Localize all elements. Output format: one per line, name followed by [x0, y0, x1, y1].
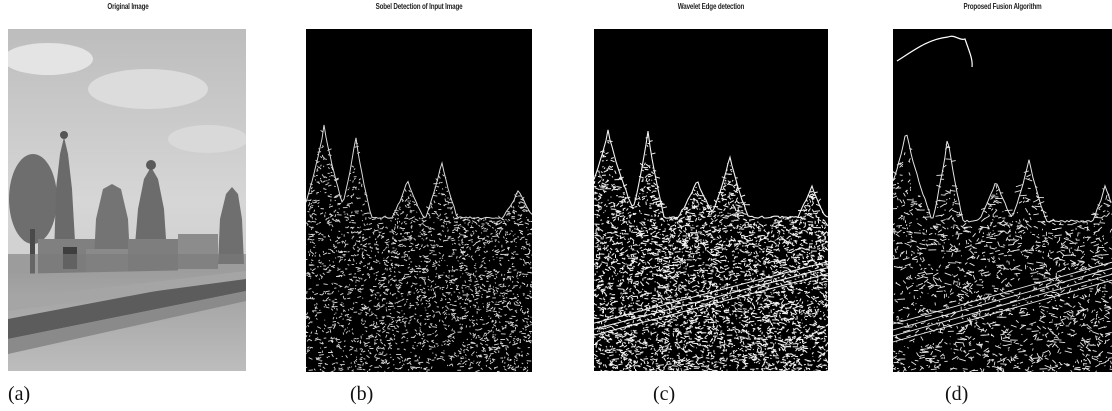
- panel-d-title: Proposed Fusion Algorithm: [963, 2, 1042, 11]
- wavelet-edge-image: [594, 29, 828, 371]
- fusion-edge-image: [893, 29, 1112, 372]
- panel-a-title: Original Image: [107, 2, 149, 11]
- panel-b-title: Sobel Detection of Input Image: [375, 2, 463, 11]
- panel-b-caption: (b): [350, 383, 374, 405]
- sobel-edge-image: [306, 29, 532, 372]
- panel-c-caption: (c): [653, 383, 676, 405]
- panel-a-caption: (a): [8, 383, 31, 405]
- panel-c-title: Wavelet Edge detection: [677, 2, 745, 11]
- panel-d-caption: (d): [945, 383, 969, 405]
- original-image: [8, 29, 246, 371]
